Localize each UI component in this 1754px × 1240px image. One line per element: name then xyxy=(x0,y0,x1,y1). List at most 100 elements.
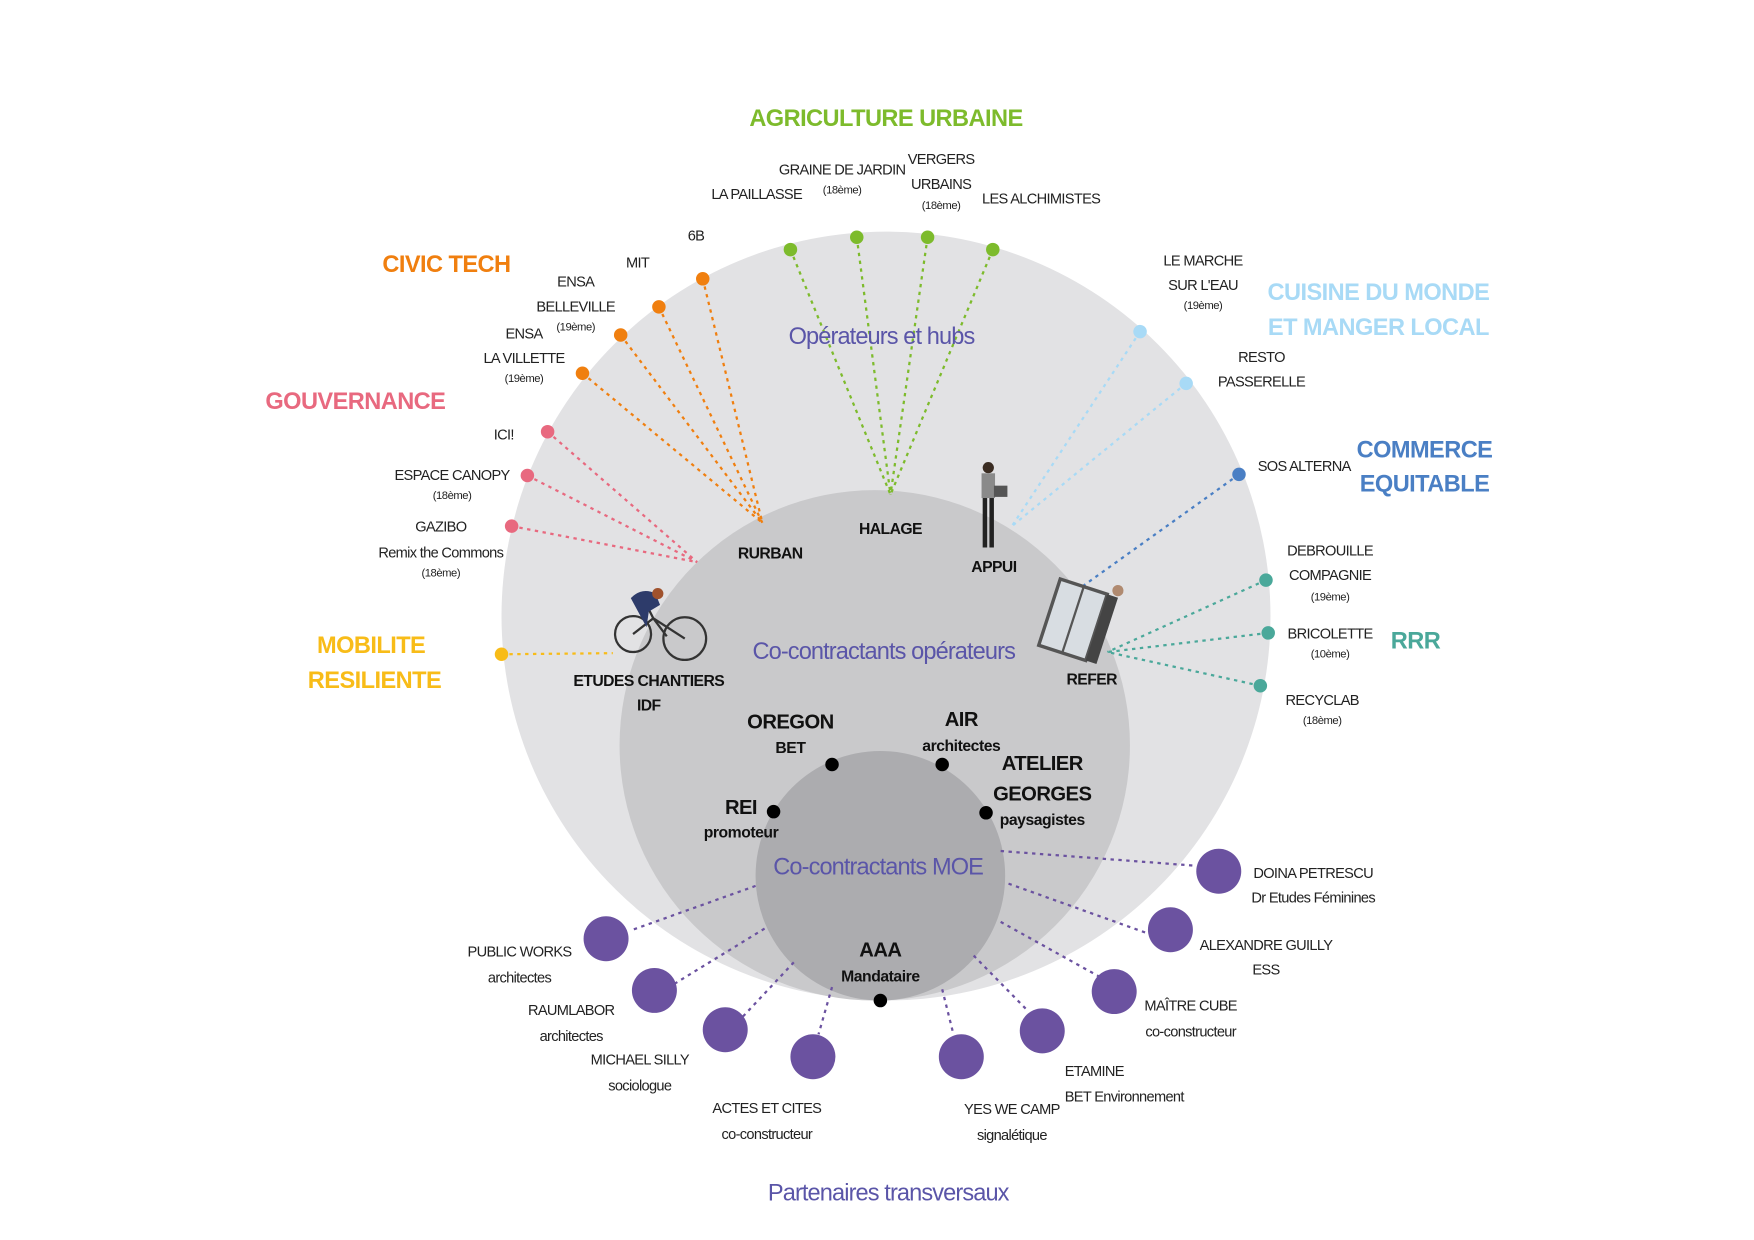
partner-connector-line xyxy=(629,884,756,932)
partner-circle xyxy=(583,916,629,962)
partner-label: GRAINE DE JARDIN xyxy=(779,162,906,178)
partner-circle xyxy=(1147,907,1193,953)
category-title: CUISINE DU MONDE xyxy=(1268,280,1490,306)
connector-line xyxy=(1107,631,1269,654)
partner-label: (19ème) xyxy=(556,322,595,334)
partner-dot xyxy=(494,647,509,662)
partner-label: MICHAEL SILLY xyxy=(591,1053,690,1069)
partner-label: BRICOLETTE xyxy=(1288,627,1374,643)
category-title: RRR xyxy=(1391,629,1441,655)
operator-label: RURBAN xyxy=(738,546,803,563)
connector-line xyxy=(789,249,892,496)
connector-line xyxy=(889,249,994,496)
partner-dot xyxy=(850,230,864,244)
partner-label: RAUMLABOR xyxy=(528,1003,615,1019)
partner-label: LE MARCHE xyxy=(1163,253,1243,269)
partner-label: BET Environnement xyxy=(1065,1090,1185,1106)
partner-dot xyxy=(613,328,628,342)
category-title: CIVIC TECH xyxy=(382,252,510,278)
connector-line xyxy=(511,525,698,564)
moe-dot xyxy=(935,757,949,772)
person-carrying-icon xyxy=(981,462,1008,548)
partner-circle xyxy=(631,967,677,1013)
partner-dot xyxy=(575,366,590,380)
partner-label: PASSERELLE xyxy=(1218,375,1306,391)
partner-dot xyxy=(696,272,710,286)
connector-line xyxy=(501,652,613,656)
partner-label: sociologue xyxy=(608,1078,672,1094)
partner-label: BELLEVILLE xyxy=(536,299,615,315)
operator-label: IDF xyxy=(637,697,662,714)
partner-dot xyxy=(540,424,555,439)
partner-label: ENSA xyxy=(557,275,595,291)
partner-label: LA PAILLASSE xyxy=(711,187,803,203)
moe-role: Mandataire xyxy=(841,968,920,985)
partner-dot xyxy=(652,300,666,314)
partner-label: (18ème) xyxy=(421,568,460,580)
partner-label: DOINA PETRESCU xyxy=(1253,866,1373,882)
moe-role: promoteur xyxy=(704,825,779,842)
partner-dot xyxy=(1253,679,1268,693)
category-title: ET MANGER LOCAL xyxy=(1268,315,1489,341)
partner-connector-line xyxy=(674,927,766,985)
partner-label: COMPAGNIE xyxy=(1289,568,1372,584)
partner-label: architectes xyxy=(540,1029,604,1045)
operator-label: APPUI xyxy=(971,559,1016,576)
partner-dot xyxy=(920,230,935,244)
inner-ring-co-contractants-moe xyxy=(755,750,1006,1001)
category-title: MOBILITE xyxy=(317,633,425,659)
moe-dot xyxy=(825,757,839,772)
partner-label: MAÎTRE CUBE xyxy=(1144,998,1237,1015)
connector-line xyxy=(1011,382,1187,527)
moe-dot xyxy=(766,804,781,819)
partner-label: ENSA xyxy=(505,326,543,342)
partner-label: PUBLIC WORKS xyxy=(468,945,573,961)
partner-dot xyxy=(986,242,1000,257)
partner-dot xyxy=(1179,376,1193,391)
moe-name: AAA xyxy=(859,940,902,962)
operator-label: ETUDES CHANTIERS xyxy=(573,673,724,690)
partner-label: URBAINS xyxy=(911,177,972,193)
ring-label-co-contractants-operateurs: Co-contractants opérateurs xyxy=(752,639,1015,665)
connector-line xyxy=(546,430,698,563)
partner-label: (18ème) xyxy=(823,184,862,196)
moe-name: ATELIER xyxy=(1002,753,1084,775)
partner-dot xyxy=(1232,467,1246,482)
moe-name: GEORGES xyxy=(993,783,1091,805)
partner-label: ACTES ET CITES xyxy=(712,1101,822,1117)
partner-label: GAZIBO xyxy=(415,520,466,536)
partner-connector-line xyxy=(741,961,795,1019)
partner-circle xyxy=(1091,969,1137,1015)
partner-label: DEBROUILLE xyxy=(1287,543,1374,559)
partner-circle xyxy=(702,1007,748,1053)
connector-line xyxy=(1106,579,1267,654)
partner-label: co-constructeur xyxy=(1145,1025,1236,1041)
partner-label: Remix the Commons xyxy=(378,546,503,562)
partner-label: RESTO xyxy=(1238,350,1285,366)
partner-label: (18ème) xyxy=(433,490,472,502)
category-title: EQUITABLE xyxy=(1360,471,1490,497)
ring-label-co-contractants-moe: Co-contractants MOE xyxy=(773,855,983,881)
ring-label-operateurs-hubs: Opérateurs et hubs xyxy=(789,324,975,350)
connector-line xyxy=(1107,650,1261,687)
partner-label: MIT xyxy=(626,256,650,272)
partner-label: LES ALCHIMISTES xyxy=(982,191,1101,207)
moe-name: REI xyxy=(725,797,757,819)
connector-line xyxy=(657,306,764,524)
category-title: GOUVERNANCE xyxy=(265,389,445,415)
category-title: RESILIENTE xyxy=(308,668,441,694)
partner-label: RECYCLAB xyxy=(1286,693,1359,709)
partner-label: ETAMINE xyxy=(1065,1064,1125,1080)
partner-dot xyxy=(1261,626,1275,640)
partner-label: (18ème) xyxy=(922,200,961,212)
partner-connector-line xyxy=(1000,920,1103,980)
connector-line xyxy=(701,278,764,524)
cyclist-icon xyxy=(613,587,708,662)
moe-role: architectes xyxy=(922,738,1001,755)
partner-label: ALEXANDRE GUILLY xyxy=(1200,938,1334,954)
partner-dot xyxy=(783,242,798,257)
partner-label: LA VILLETTE xyxy=(483,351,565,367)
moe-name: OREGON xyxy=(747,711,834,733)
partner-dot xyxy=(1133,324,1147,339)
partner-label: SOS ALTERNA xyxy=(1258,459,1352,475)
